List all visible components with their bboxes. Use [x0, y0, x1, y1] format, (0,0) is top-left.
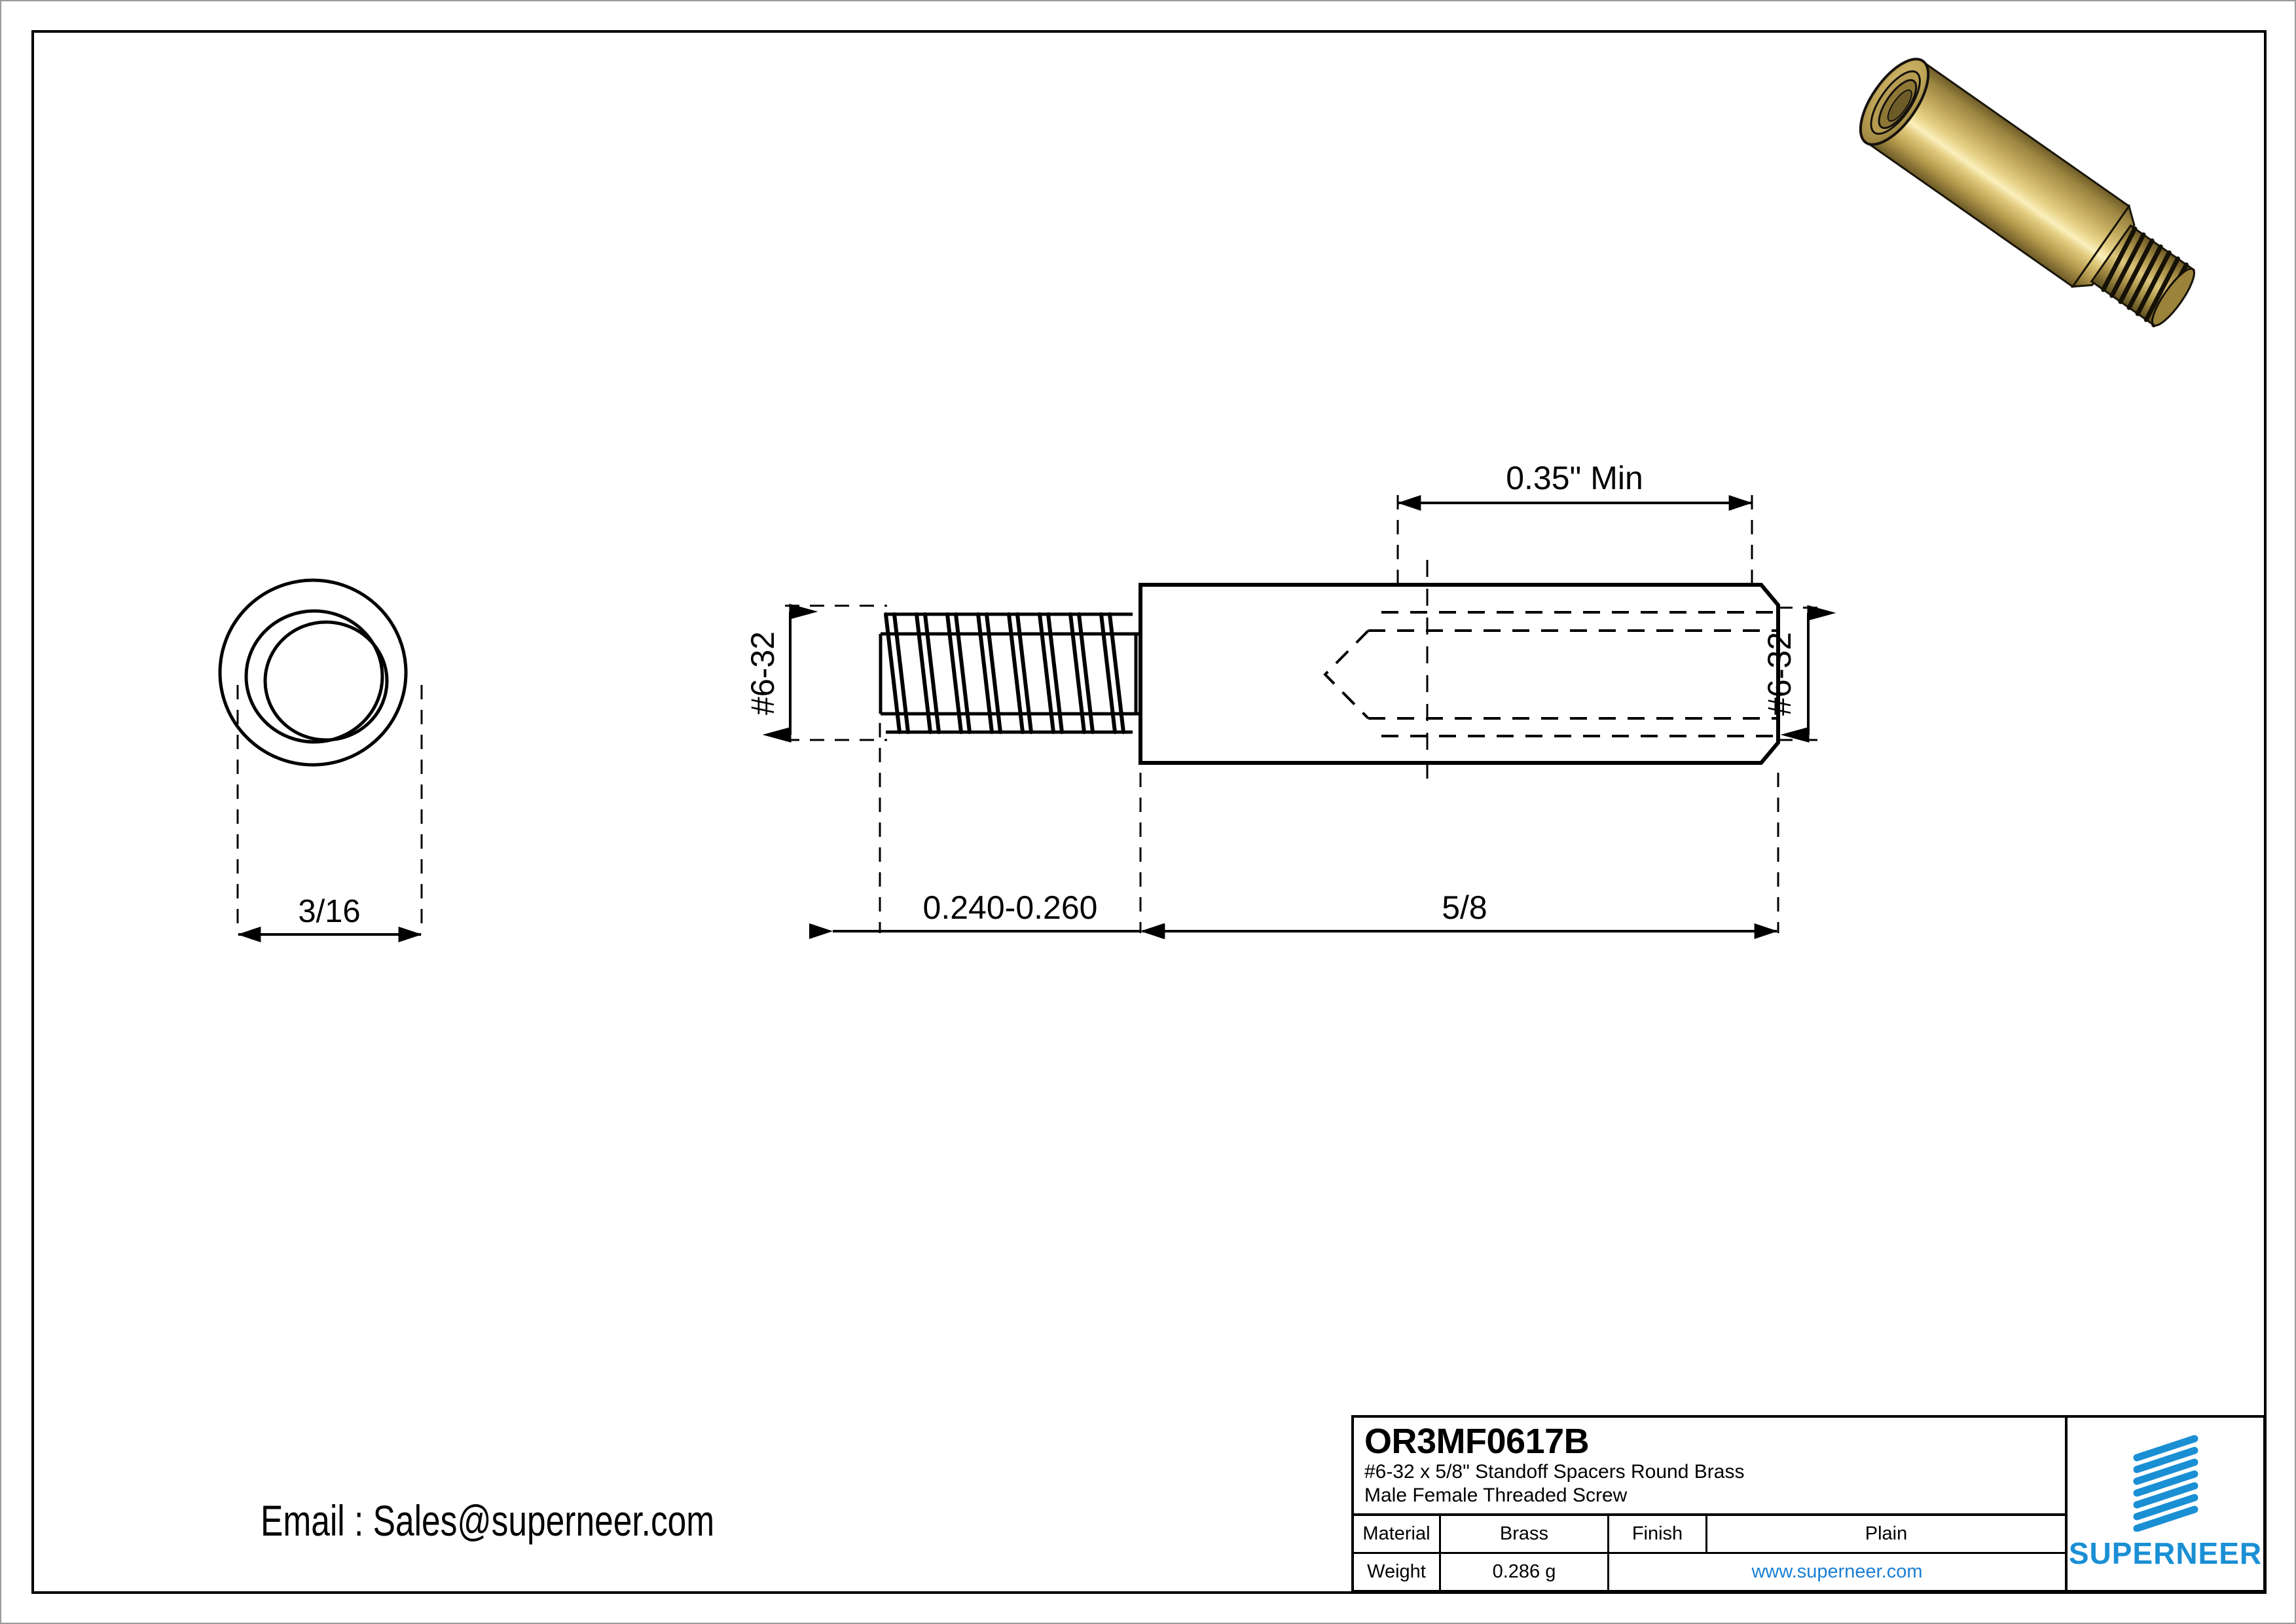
male-thread-profile: [879, 612, 1142, 734]
thread-turn: [976, 612, 1002, 734]
dimension-female-thread-spec: #6-32: [1761, 605, 1836, 743]
dimension-thread-length: 0.240-0.260: [809, 889, 1164, 939]
dimension-label-male-thread: #6-32: [744, 631, 781, 715]
brand-panel: SUPERNEER: [2068, 1418, 2263, 1590]
title-block: OR3MF0617B #6-32 x 5/8" Standoff Spacers…: [1351, 1415, 2266, 1593]
render-thread-groove: [2135, 250, 2172, 316]
dimension-label-body-length: 5/8: [1442, 889, 1487, 926]
title-block-row-weight: Weight 0.286 g www.superneer.com: [1354, 1554, 2065, 1590]
dimension-label-outer-diameter: 3/16: [298, 894, 360, 929]
thread-turn: [915, 612, 941, 734]
contact-email: Email : Sales@superneer.com: [261, 1496, 715, 1545]
thread-turn: [1068, 612, 1095, 734]
superneer-logo-icon: [2133, 1435, 2198, 1532]
weight-value: 0.286 g: [1441, 1554, 1609, 1590]
dimension-female-depth: 0.35" Min: [1396, 460, 1753, 585]
title-block-main: OR3MF0617B #6-32 x 5/8" Standoff Spacers…: [1354, 1418, 2068, 1590]
female-thread-hidden-lines: [1323, 611, 1778, 737]
weight-label: Weight: [1354, 1554, 1441, 1590]
title-block-header: OR3MF0617B #6-32 x 5/8" Standoff Spacers…: [1354, 1418, 2065, 1516]
part-description-line-1: #6-32 x 5/8" Standoff Spacers Round Bras…: [1364, 1460, 1745, 1483]
side-view: 0.35" Min #6-32 #6-32: [744, 460, 1836, 939]
material-label: Material: [1354, 1516, 1441, 1552]
body-outline: [1139, 583, 1780, 765]
finish-value: Plain: [1865, 1523, 1908, 1544]
website-link[interactable]: www.superneer.com: [1751, 1561, 1923, 1582]
render-thread-groove: [2143, 256, 2180, 322]
title-block-row-material: Material Brass Finish Plain: [1354, 1516, 2065, 1554]
body-profile: [1139, 583, 1780, 765]
render-male-threads: [2090, 224, 2196, 327]
render-thread-groove: [2118, 238, 2155, 304]
render-thread-groove: [2109, 232, 2146, 299]
drawing-border: [31, 30, 2267, 1594]
standoff-3d-body: [1859, 58, 2196, 327]
thread-turn: [1099, 612, 1125, 734]
part-description-line-2: Male Female Threaded Screw: [1364, 1485, 1628, 1507]
thread-turn: [945, 612, 972, 734]
render-female-end: [1859, 58, 1930, 146]
isometric-render: [1859, 58, 2196, 327]
render-thread-end-face: [2151, 267, 2195, 327]
thread-turn: [884, 612, 910, 734]
render-thread-groove: [2126, 244, 2163, 310]
end-view-outer-circle: [218, 578, 408, 767]
thread-turn: [1007, 612, 1033, 734]
dimension-label-thread-length: 0.240-0.260: [923, 889, 1098, 926]
brand-name: SUPERNEER: [2068, 1536, 2263, 1570]
hidden-drill-point: [1323, 629, 1370, 720]
end-view-thread-major-circle: [244, 609, 384, 744]
end-view-thread-minor-circle: [263, 620, 389, 742]
render-body-chamfer: [2070, 204, 2136, 288]
render-thread-groove: [2101, 226, 2138, 292]
dimension-male-thread-spec: #6-32: [744, 604, 887, 743]
render-bore-depth: [1887, 89, 1912, 122]
part-number: OR3MF0617B: [1364, 1422, 1590, 1461]
material-value: Brass: [1441, 1516, 1609, 1552]
end-view: 3/16: [218, 578, 423, 942]
thread-turn: [1038, 612, 1064, 734]
dimension-label-female-depth: 0.35" Min: [1506, 460, 1643, 496]
dimension-label-female-thread: #6-32: [1761, 632, 1798, 716]
dimension-body-length: 5/8: [1141, 889, 1778, 939]
finish-label: Finish: [1609, 1516, 1707, 1552]
